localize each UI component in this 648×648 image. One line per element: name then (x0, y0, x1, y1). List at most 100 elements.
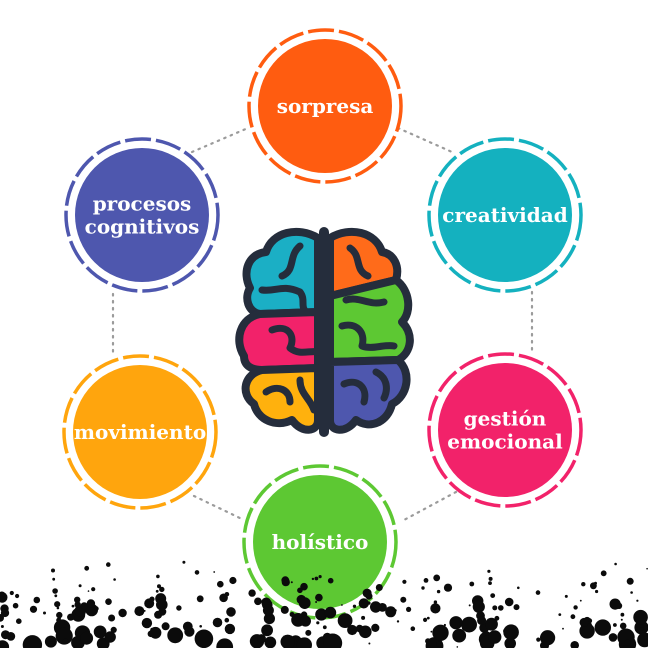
splatter-dot (315, 593, 323, 602)
splatter-dot (297, 587, 303, 594)
node-procesos-circle (75, 148, 209, 282)
splatter-dot (579, 599, 582, 602)
splatter-dot (62, 638, 69, 645)
splatter-dot (264, 636, 277, 648)
node-procesos-label: procesos (93, 192, 192, 216)
splatter-dot (322, 625, 327, 630)
splatter-dot (262, 604, 274, 616)
splatter-dot (298, 597, 311, 609)
splatter-dot (110, 626, 117, 634)
splatter-dot (52, 588, 58, 594)
splatter-dot (368, 642, 371, 645)
node-procesos-label: cognitivos (85, 215, 200, 239)
splatter-dot (636, 599, 639, 602)
splatter-dot (91, 587, 96, 592)
node-sorpresa-circle (258, 39, 392, 173)
splatter-dot (410, 626, 416, 631)
node-movimiento: movimiento (62, 354, 218, 510)
splatter-dot (477, 616, 487, 626)
splatter-dot (536, 637, 541, 642)
splatter-dot (394, 609, 397, 612)
splatter-dot (48, 641, 55, 648)
splatter-dot (315, 601, 318, 603)
splatter-dot (426, 616, 430, 620)
splatter-dot (213, 571, 216, 573)
node-creatividad-label: creatividad (442, 203, 567, 227)
splatter-dot (472, 600, 485, 613)
splatter-dot (488, 630, 502, 644)
splatter-dot (361, 615, 366, 620)
connector-gestion-holistico (402, 490, 458, 522)
splatter-dot (590, 582, 597, 590)
splatter-dot (164, 624, 169, 629)
splatter-dot (337, 613, 353, 628)
splatter-dot (280, 605, 289, 614)
splatter-dot (600, 570, 607, 577)
splatter-dot (385, 606, 397, 618)
splatter-dot (352, 604, 357, 608)
splatter-dot (639, 627, 644, 631)
splatter-dot (488, 576, 493, 581)
splatter-dot (224, 623, 236, 635)
splatter-dot (87, 590, 90, 592)
splatter-dot (216, 638, 234, 648)
splatter-dot (433, 574, 441, 582)
splatter-dot (15, 618, 22, 624)
splatter-dot (492, 605, 498, 611)
splatter-dot (56, 606, 60, 610)
node-movimiento-ring (62, 354, 218, 510)
splatter-dot (595, 589, 599, 594)
splatter-dot (358, 598, 369, 609)
splatter-dot (134, 606, 145, 617)
splatter-dot (22, 635, 43, 648)
splatter-dot (12, 602, 19, 609)
connector-lines (111, 126, 534, 522)
splatter-dot (261, 624, 273, 637)
splatter-dot (517, 586, 520, 590)
splatter-dot (143, 609, 146, 612)
splatter-dot (626, 577, 634, 585)
decorative-dots (0, 560, 648, 648)
splatter-dot (452, 628, 467, 643)
splatter-dot (570, 614, 576, 620)
splatter-dot (503, 624, 519, 640)
splatter-dot (145, 601, 152, 607)
splatter-dot (573, 605, 578, 610)
splatter-dot (494, 615, 500, 621)
splatter-dot (423, 578, 429, 583)
splatter-dot (433, 600, 438, 604)
splatter-dot (619, 622, 627, 630)
splatter-dot (176, 605, 182, 611)
splatter-dot (118, 608, 127, 618)
splatter-dot (105, 598, 112, 605)
splatter-dot (29, 605, 38, 613)
splatter-dot (562, 627, 564, 630)
splatter-dot (157, 584, 161, 589)
splatter-dot (370, 601, 382, 613)
splatter-dot (432, 624, 449, 641)
splatter-dot (617, 628, 635, 646)
splatter-dot (74, 601, 81, 608)
node-gestion-label: emocional (447, 430, 563, 454)
splatter-dot (56, 611, 63, 619)
node-creatividad-ring (427, 137, 583, 293)
splatter-dot (498, 605, 504, 611)
node-gestion-circle (438, 363, 572, 497)
splatter-dot (581, 582, 586, 587)
node-sorpresa-label: sorpresa (277, 94, 374, 118)
splatter-dot (229, 576, 237, 585)
splatter-dot (224, 617, 230, 623)
splatter-dot (316, 621, 320, 625)
splatter-dot (359, 625, 372, 639)
splatter-dot (341, 604, 343, 606)
splatter-dot (217, 580, 224, 588)
splatter-dot (86, 599, 96, 608)
splatter-dot (74, 596, 81, 603)
splatter-dot (406, 606, 412, 613)
splatter-dot (106, 562, 111, 567)
splatter-dot (504, 637, 516, 648)
splatter-dot (0, 592, 8, 603)
splatter-dot (504, 597, 514, 607)
splatter-dot (323, 633, 343, 648)
splatter-dot (327, 577, 334, 584)
